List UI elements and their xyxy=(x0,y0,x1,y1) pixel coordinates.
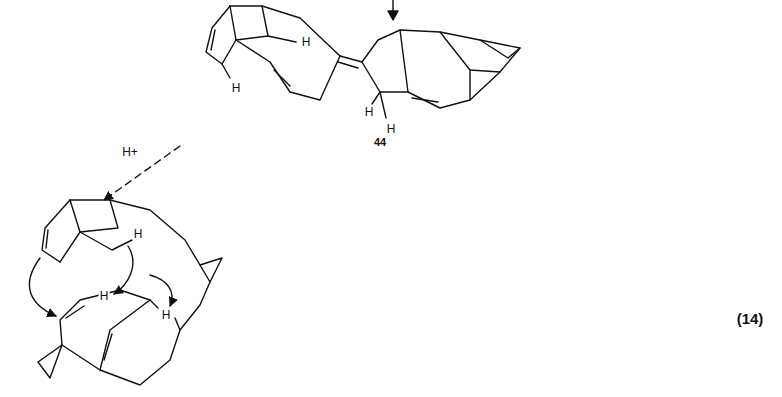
compound-number: 44 xyxy=(373,137,387,148)
atom-label: H xyxy=(133,228,144,240)
atom-label: H xyxy=(161,309,172,321)
reagent-label: H+ xyxy=(121,146,139,158)
molecule-structure xyxy=(206,6,520,118)
curved-arrow xyxy=(150,275,172,306)
atom-label: H xyxy=(231,82,242,94)
equation-number: (14) xyxy=(736,311,765,326)
arrow-head xyxy=(388,11,398,20)
atom-label: H xyxy=(364,106,375,118)
reaction-arrow xyxy=(392,0,393,11)
atom-label: H xyxy=(99,290,110,302)
curved-arrow xyxy=(29,258,56,316)
curved-arrow xyxy=(114,246,133,294)
reaction-arrow xyxy=(104,146,180,200)
atom-label: H xyxy=(386,123,397,135)
molecule-structure xyxy=(38,200,222,385)
atom-label: H xyxy=(301,36,312,48)
